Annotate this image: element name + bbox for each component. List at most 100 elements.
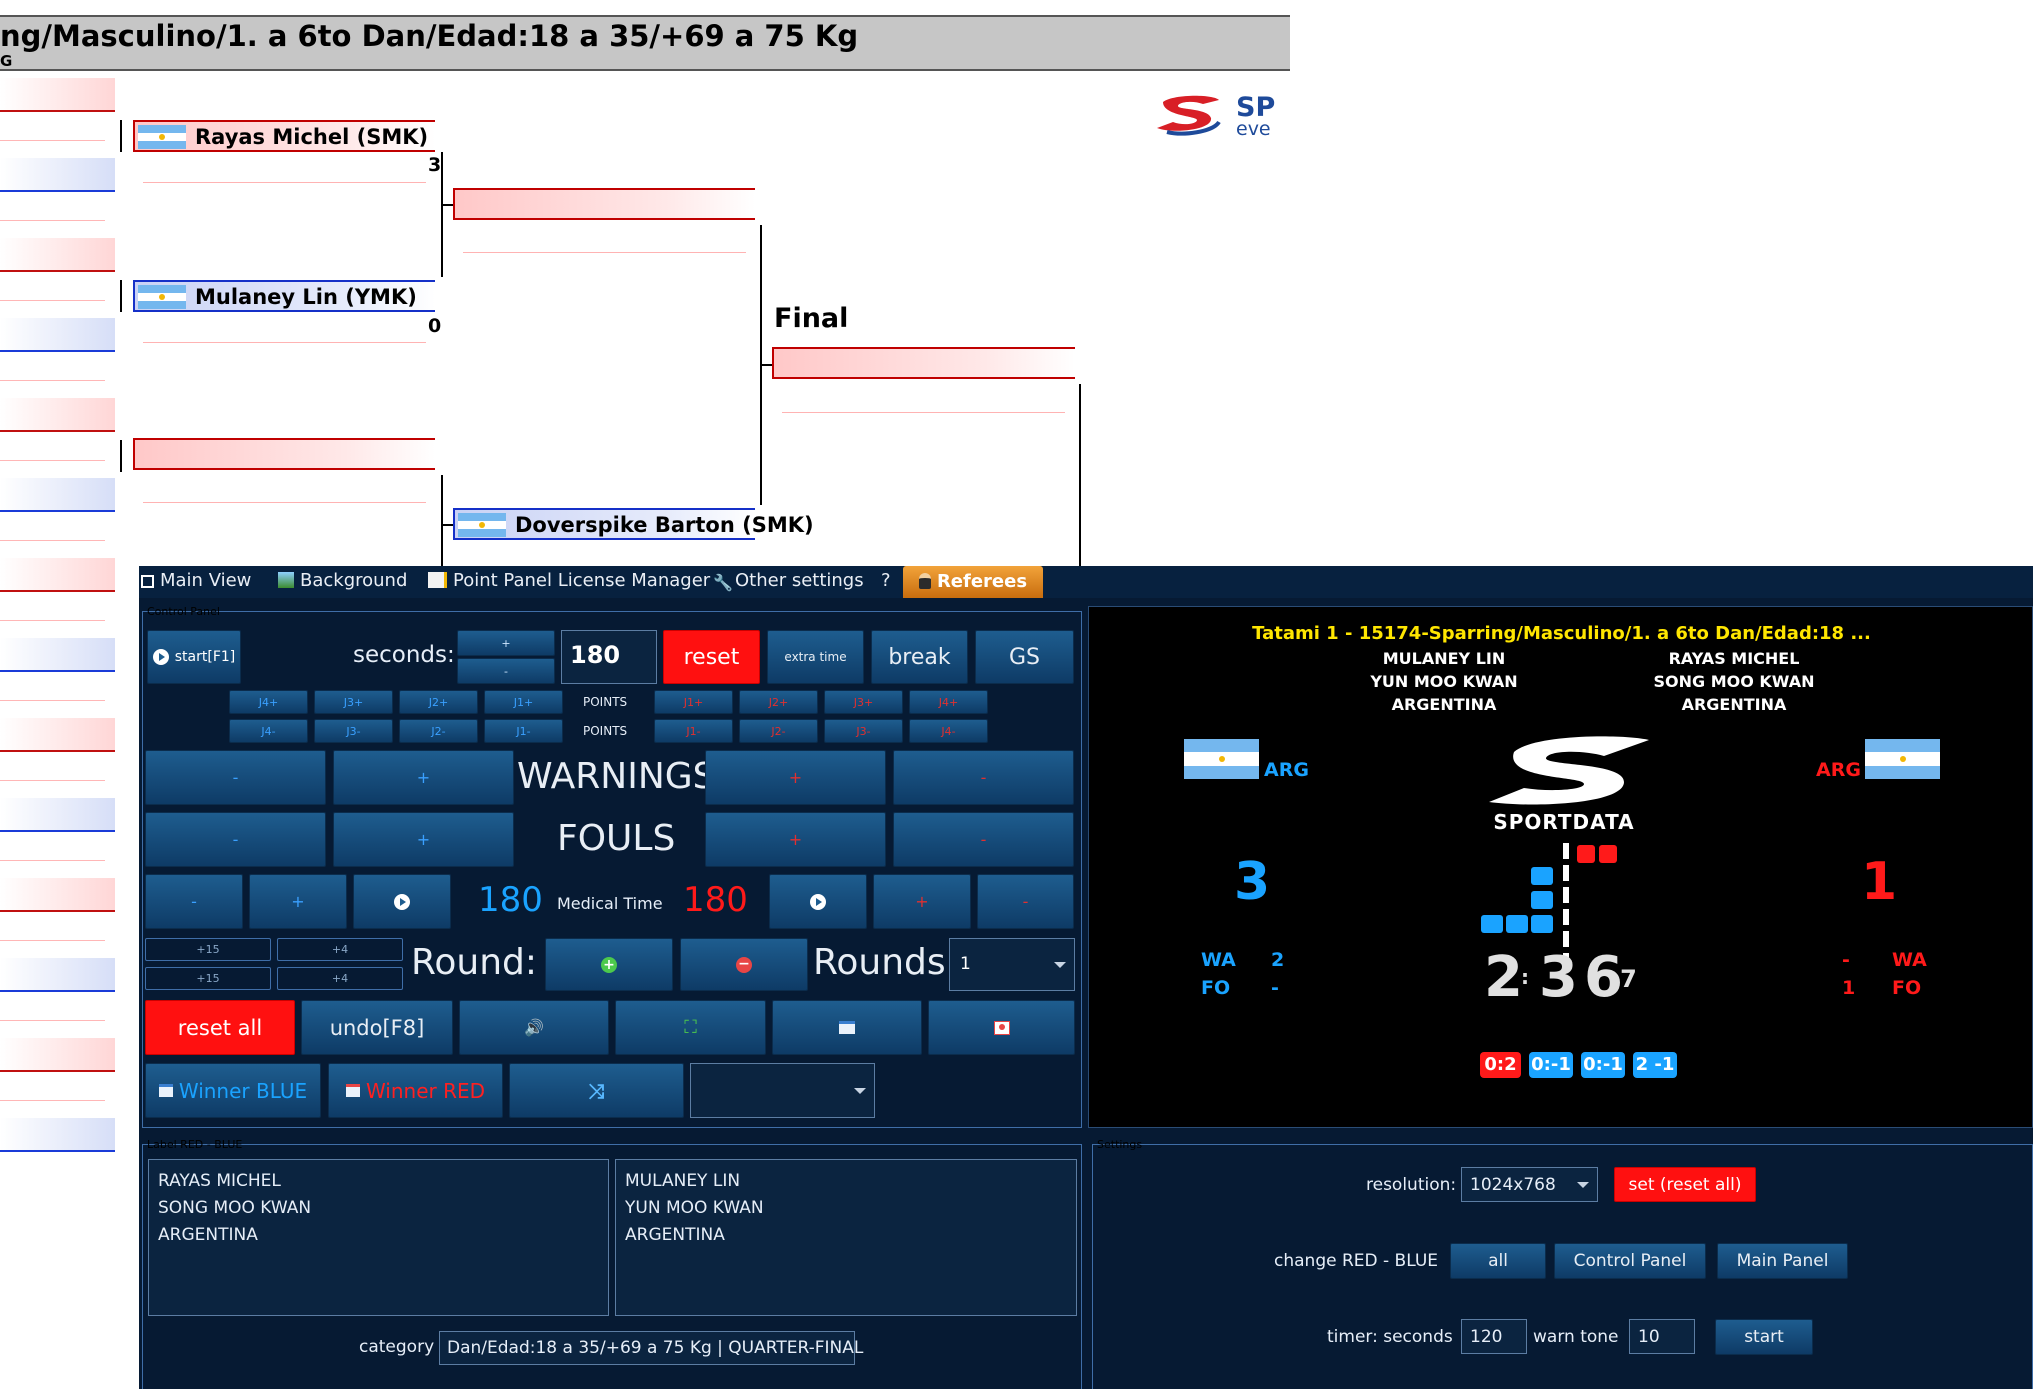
swap-button[interactable]: ⤨ <box>509 1063 684 1118</box>
judge-blue-plus-1[interactable]: J1+ <box>484 690 563 714</box>
undo-button[interactable]: undo[F8] <box>301 1000 453 1055</box>
blue-label-line: MULANEY LIN <box>625 1171 741 1191</box>
blue-score: 3 <box>1234 852 1271 912</box>
gs-button[interactable]: GS <box>975 630 1074 684</box>
judge-red-minus-1[interactable]: J1- <box>654 719 733 743</box>
competitor-name: Rayas Michel (SMK) <box>195 125 429 149</box>
start-button[interactable]: start[F1] <box>147 630 241 684</box>
bracket-stub <box>0 238 115 272</box>
referee-icon <box>918 573 931 589</box>
plus15-button[interactable]: +15 <box>145 938 271 961</box>
round-remove-button[interactable]: − <box>680 938 808 991</box>
break-button[interactable]: break <box>871 630 968 684</box>
menu-label: Main View <box>160 570 252 591</box>
reset-button[interactable]: reset <box>663 630 760 684</box>
final-label: Final <box>774 303 849 334</box>
blue-medical-play-button[interactable] <box>353 874 451 929</box>
judge-red-plus-4[interactable]: J4+ <box>909 690 988 714</box>
judge-blue-plus-4[interactable]: J4+ <box>229 690 308 714</box>
card-button[interactable] <box>928 1000 1075 1055</box>
sound-button[interactable]: 🔊 <box>459 1000 609 1055</box>
bracket-connector <box>441 204 453 206</box>
red-medical-plus-button[interactable]: + <box>873 874 971 929</box>
blue-warning-minus-button[interactable]: - <box>145 750 326 805</box>
red-warning-plus-button[interactable]: + <box>705 750 886 805</box>
tab-referees[interactable]: Referees <box>903 566 1043 598</box>
seconds-plus-button[interactable]: + <box>457 630 555 656</box>
fullscreen-button[interactable]: ⛶ <box>615 1000 766 1055</box>
judge-blue-minus-3[interactable]: J3- <box>314 719 393 743</box>
category-input[interactable]: Dan/Edad:18 a 35/+69 a 75 Kg | QUARTER-F… <box>439 1331 863 1365</box>
winner-red-button[interactable]: Winner RED <box>328 1063 503 1118</box>
winner-blue-button[interactable]: Winner BLUE <box>145 1063 321 1118</box>
sportdata-logo: SP eve <box>1153 92 1290 142</box>
plus4-button-2[interactable]: +4 <box>277 967 403 990</box>
change-control-panel-button[interactable]: Control Panel <box>1554 1243 1706 1279</box>
reset-all-button[interactable]: reset all <box>145 1000 295 1055</box>
change-all-button[interactable]: all <box>1450 1243 1546 1279</box>
menu-license-manager[interactable]: Point Panel License Manager <box>428 570 710 591</box>
blue-penalty-box <box>1506 915 1528 933</box>
seconds-input[interactable]: 180 <box>561 630 657 684</box>
window-icon <box>158 1084 173 1097</box>
button-label: Winner RED <box>365 1078 486 1103</box>
window-button[interactable] <box>772 1000 922 1055</box>
set-reset-all-button[interactable]: set (reset all) <box>1614 1167 1756 1202</box>
bracket-stub-line <box>0 700 105 701</box>
judge-blue-minus-1[interactable]: J1- <box>484 719 563 743</box>
red-medical-minus-button[interactable]: - <box>977 874 1074 929</box>
timer-start-button[interactable]: start <box>1715 1319 1813 1355</box>
extra-time-button[interactable]: extra time <box>767 630 864 684</box>
bracket-connector <box>760 364 772 366</box>
menu-background[interactable]: Background <box>278 570 407 591</box>
judge-blue-plus-3[interactable]: J3+ <box>314 690 393 714</box>
blue-fo-value: - <box>1271 977 1279 999</box>
judge-red-minus-3[interactable]: J3- <box>824 719 903 743</box>
red-foul-plus-button[interactable]: + <box>705 812 886 867</box>
bracket-stub-line <box>0 620 105 621</box>
medical-time-label: Medical Time <box>557 894 663 913</box>
blue-foul-minus-button[interactable]: - <box>145 812 326 867</box>
judge-red-minus-4[interactable]: J4- <box>909 719 988 743</box>
blue-medical-minus-button[interactable]: - <box>145 874 243 929</box>
blue-label-textarea[interactable]: MULANEY LIN YUN MOO KWAN ARGENTINA <box>615 1159 1077 1316</box>
blue-foul-plus-button[interactable]: + <box>333 812 514 867</box>
round-add-button[interactable]: + <box>545 938 673 991</box>
menu-other-settings[interactable]: 🔧Other settings <box>713 570 864 591</box>
timer-seconds-input[interactable]: 120 <box>1461 1319 1527 1354</box>
point-panel-window: Main View Background Point Panel License… <box>139 566 2033 1389</box>
wrench-icon: 🔧 <box>713 573 733 592</box>
judge-blue-plus-2[interactable]: J2+ <box>399 690 478 714</box>
menu-help[interactable]: ? <box>881 570 891 591</box>
points-label: POINTS <box>583 724 628 738</box>
plus15-button-2[interactable]: +15 <box>145 967 271 990</box>
label-panel: Label RED - BLUE RAYAS MICHEL SONG MOO K… <box>142 1138 1082 1389</box>
seconds-minus-button[interactable]: - <box>457 658 555 684</box>
blue-warning-plus-button[interactable]: + <box>333 750 514 805</box>
judge-blue-minus-4[interactable]: J4- <box>229 719 308 743</box>
red-warning-minus-button[interactable]: - <box>893 750 1074 805</box>
resolution-select[interactable]: 1024x768 <box>1461 1167 1598 1202</box>
judge-red-plus-2[interactable]: J2+ <box>739 690 818 714</box>
plus4-button[interactable]: +4 <box>277 938 403 961</box>
menu-main-view[interactable]: Main View <box>141 570 251 591</box>
window-icon <box>141 575 154 588</box>
blue-medical-plus-button[interactable]: + <box>249 874 347 929</box>
bracket-stub <box>0 878 115 912</box>
winner-select[interactable] <box>690 1063 875 1118</box>
judge-red-minus-2[interactable]: J2- <box>739 719 818 743</box>
select-value: 1 <box>960 954 971 974</box>
judge-red-plus-3[interactable]: J3+ <box>824 690 903 714</box>
red-medical-play-button[interactable] <box>769 874 867 929</box>
warn-tone-input[interactable]: 10 <box>1629 1319 1695 1354</box>
red-flag-icon <box>1865 739 1940 779</box>
bracket-rule-line <box>463 252 746 253</box>
change-main-panel-button[interactable]: Main Panel <box>1717 1243 1848 1279</box>
judge-blue-minus-2[interactable]: J2- <box>399 719 478 743</box>
red-label-textarea[interactable]: RAYAS MICHEL SONG MOO KWAN ARGENTINA <box>148 1159 609 1316</box>
rounds-select[interactable]: 1 <box>949 938 1075 991</box>
bracket-subtitle: G <box>0 52 13 70</box>
judge-red-plus-1[interactable]: J1+ <box>654 690 733 714</box>
blue-country: ARGENTINA <box>1391 695 1497 714</box>
red-foul-minus-button[interactable]: - <box>893 812 1074 867</box>
